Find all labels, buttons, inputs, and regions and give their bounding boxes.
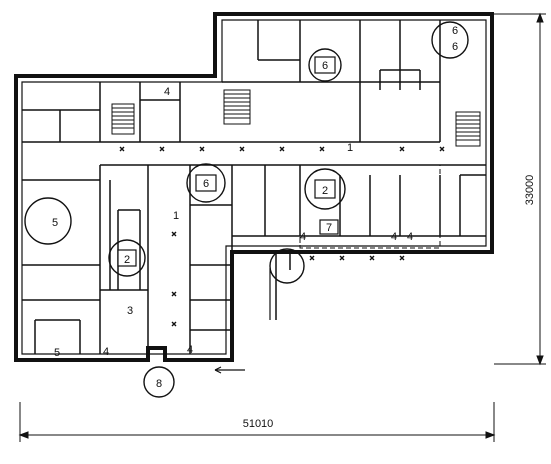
label-room-4-top: 4: [164, 86, 170, 98]
dimension-horizontal: [18, 402, 496, 442]
exterior-wall-inner-line: [21, 19, 487, 355]
label-room-4-a: 4: [391, 231, 397, 243]
label-room-6-mid: 6: [203, 178, 209, 190]
label-room-4-mid: 4: [300, 231, 306, 243]
label-boxes: [117, 56, 339, 267]
entrance-arrow: [214, 268, 271, 374]
label-room-2-center: 2: [322, 185, 328, 197]
label-corridor-left: 1: [173, 210, 179, 222]
dimension-height-label: 33000: [524, 175, 536, 206]
dimension-width-label: 51010: [243, 418, 274, 430]
circle-room-5: [24, 197, 72, 245]
stair-top-left: [111, 103, 135, 135]
label-room-5-bottom: 5: [54, 347, 60, 359]
label-room-4-bottom-a: 4: [103, 346, 109, 358]
label-room-6-top-center: 6: [322, 60, 328, 72]
dashed-outline: [299, 164, 441, 249]
circle-entrance-right: [269, 248, 305, 284]
dimension-vertical: [494, 12, 546, 366]
column-marks: [119, 146, 445, 327]
label-room-8: 8: [156, 378, 162, 390]
label-corridor-top: 1: [347, 142, 353, 154]
stair-right: [455, 111, 481, 147]
circle-room-6-top-right: [431, 21, 469, 59]
exterior-walls: [14, 12, 494, 362]
label-room-4-bottom-b: 4: [187, 344, 193, 356]
label-room-6-top-right-b: 6: [452, 41, 458, 53]
label-room-5: 5: [52, 217, 58, 229]
circle-room-6-mid: [186, 163, 226, 203]
label-room-7: 7: [326, 222, 332, 234]
circle-room-6-top: [308, 48, 342, 82]
label-room-4-b: 4: [407, 231, 413, 243]
room-circles: [24, 21, 469, 398]
corridor-walls: [22, 20, 486, 354]
circle-room-2-left: [108, 239, 146, 277]
label-room-2-left: 2: [124, 254, 130, 266]
circle-room-2-center: [304, 168, 346, 210]
label-room-3: 3: [127, 305, 133, 317]
circle-room-8: [143, 366, 175, 398]
label-room-6-top-right-a: 6: [452, 25, 458, 37]
stair-upper-mid: [223, 89, 251, 125]
